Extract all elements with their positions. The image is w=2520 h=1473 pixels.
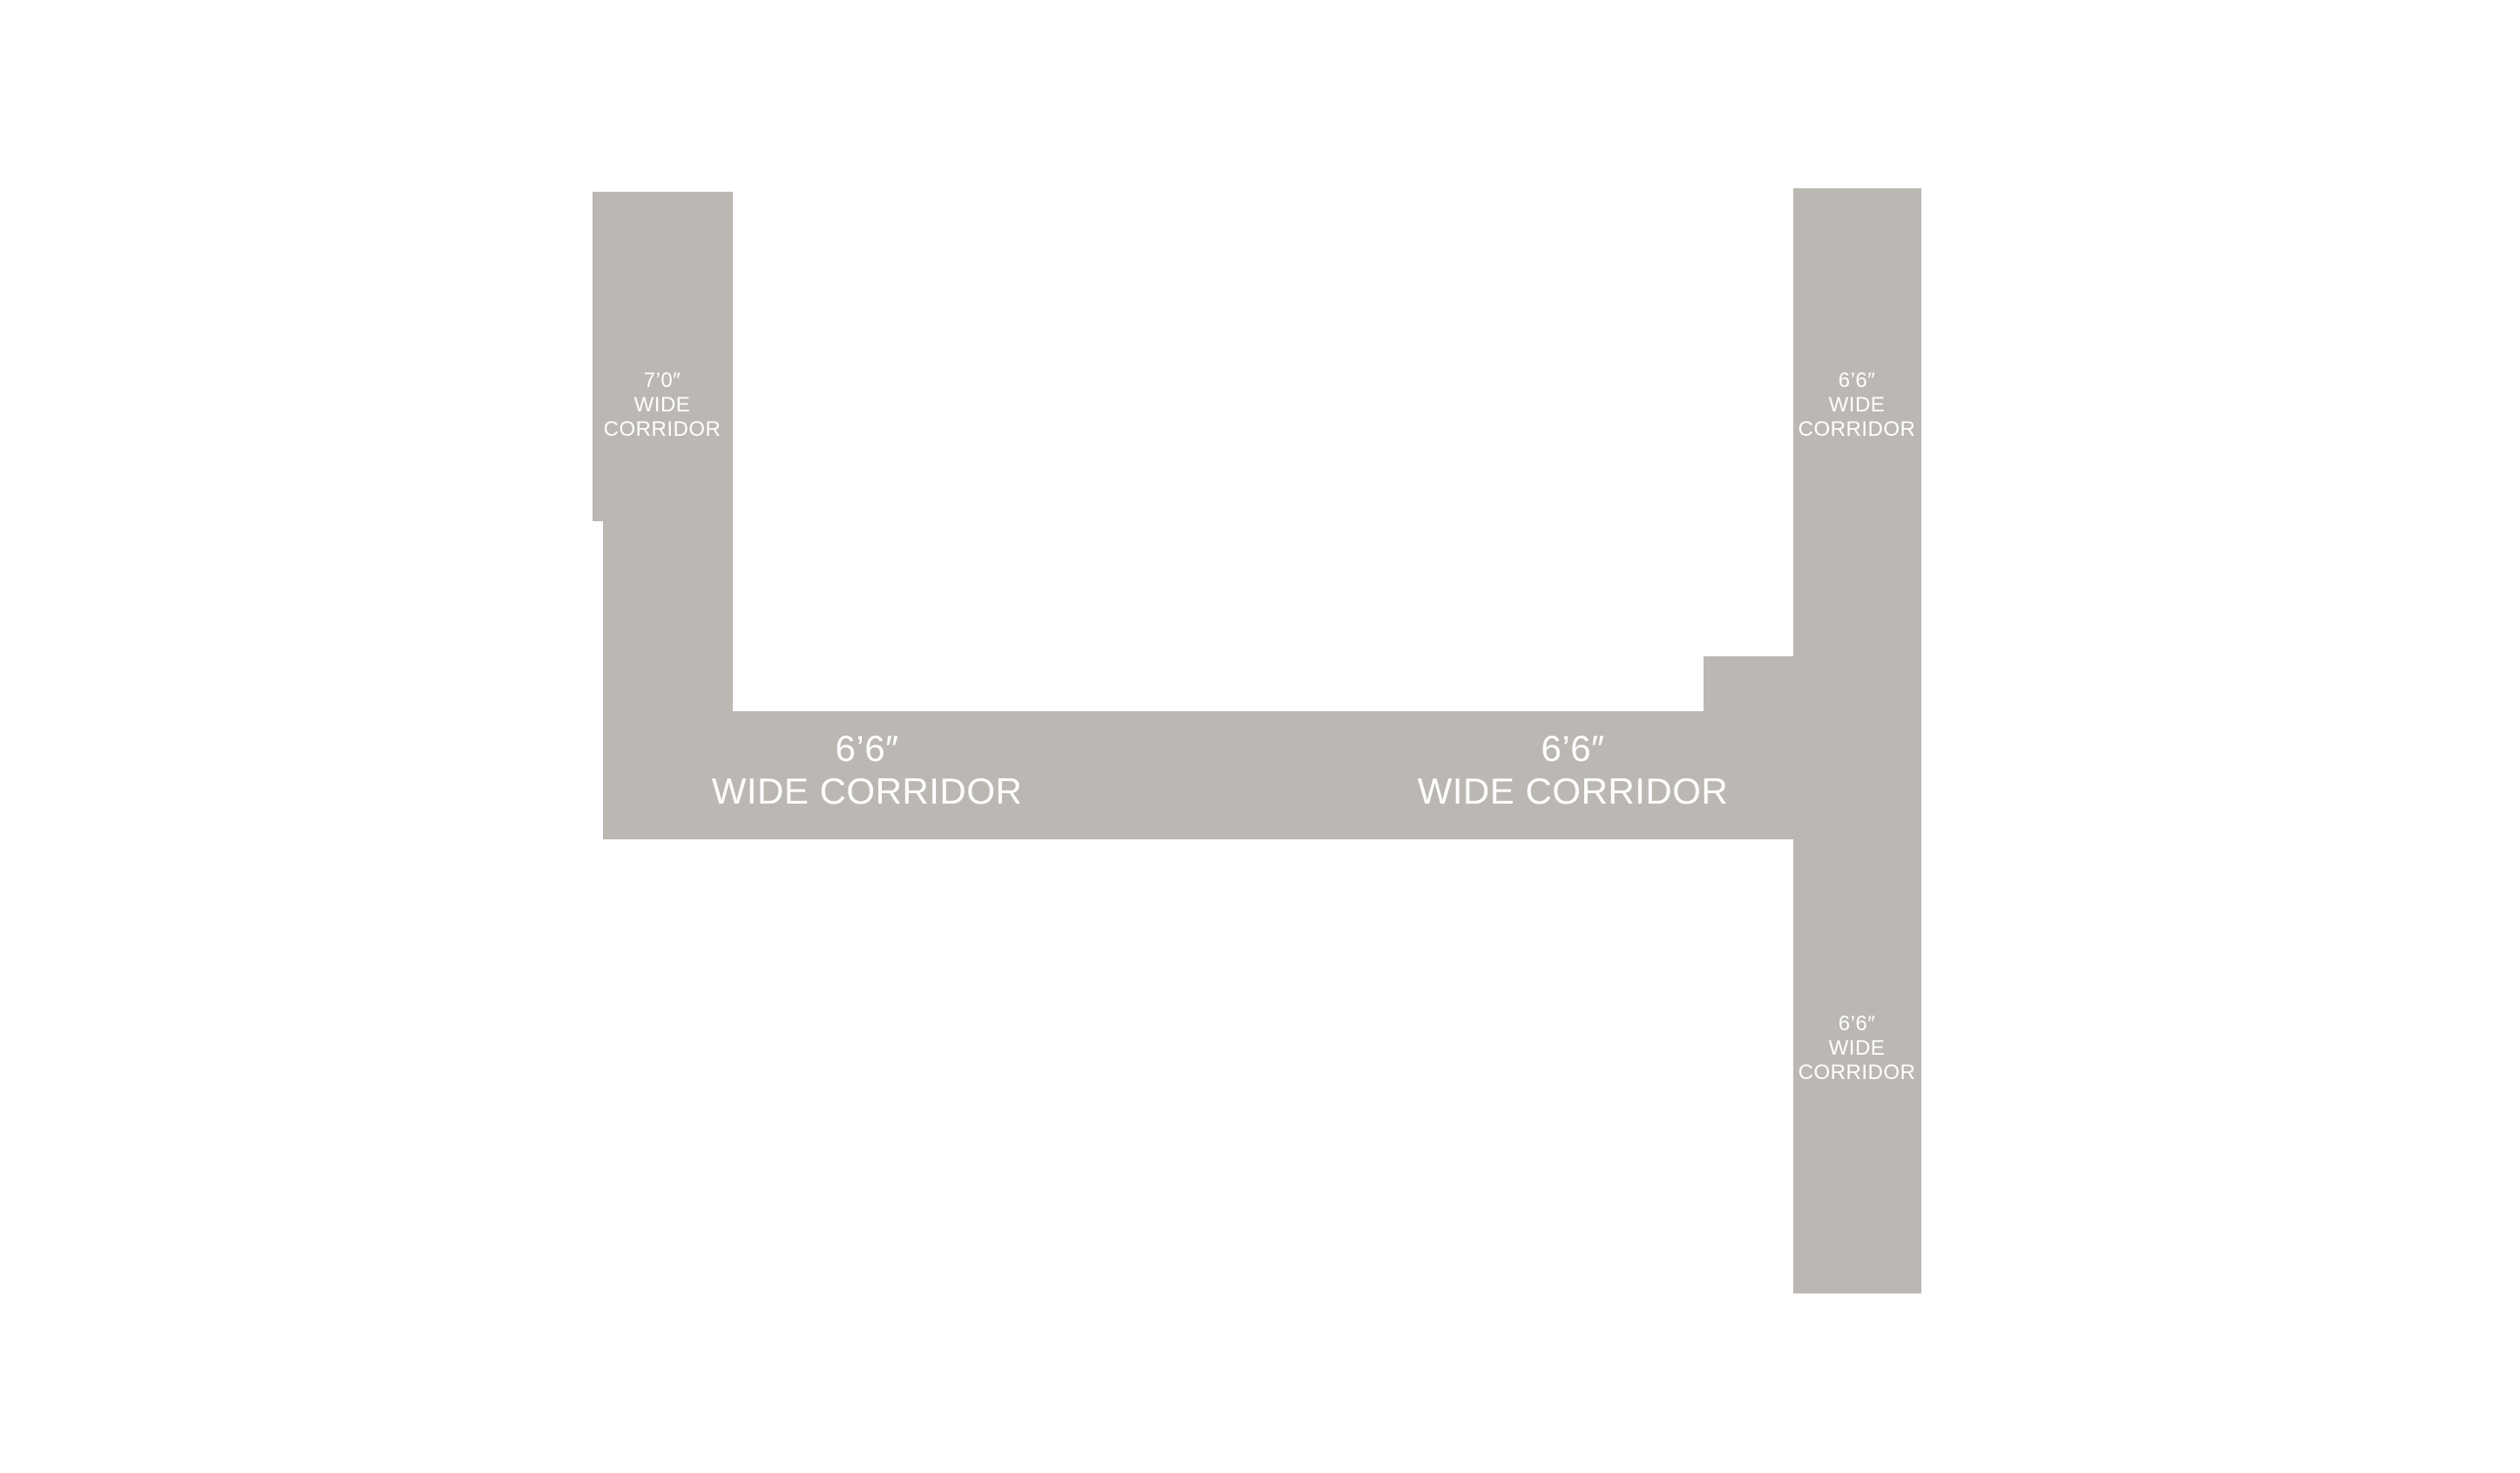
right-upper-corridor-dimension: 6’6″ xyxy=(1838,369,1876,392)
left-vertical-corridor-line2: CORRIDOR xyxy=(603,417,721,441)
horizontal-corridor-right-dimension: 6’6″ xyxy=(1541,728,1605,769)
right-upper-corridor-line1: WIDE xyxy=(1828,393,1886,417)
horizontal-corridor-right-label: 6’6″ WIDE CORRIDOR xyxy=(1403,727,1743,812)
left-vertical-corridor-line1: WIDE xyxy=(633,393,691,417)
right-upper-corridor-label: 6’6″ WIDE CORRIDOR xyxy=(1796,369,1918,442)
right-lower-corridor-line1: WIDE xyxy=(1828,1036,1886,1060)
horizontal-corridor-right-line1: WIDE CORRIDOR xyxy=(1417,770,1729,811)
right-lower-corridor-line2: CORRIDOR xyxy=(1798,1061,1916,1084)
right-lower-corridor-dimension: 6’6″ xyxy=(1838,1012,1876,1035)
right-vertical-corridor xyxy=(1793,188,1921,1293)
left-vertical-corridor-label: 7’0″ WIDE CORRIDOR xyxy=(601,369,723,442)
left-vertical-corridor-dimension: 7’0″ xyxy=(643,369,681,392)
horizontal-corridor-left-label: 6’6″ WIDE CORRIDOR xyxy=(697,727,1037,812)
corridor-shapes xyxy=(593,188,1921,1293)
junction-notch xyxy=(1704,656,1799,717)
left-vertical-corridor-upper xyxy=(593,192,733,521)
right-lower-corridor-label: 6’6″ WIDE CORRIDOR xyxy=(1796,1012,1918,1085)
horizontal-corridor-left-line1: WIDE CORRIDOR xyxy=(711,770,1023,811)
right-upper-corridor-line2: CORRIDOR xyxy=(1798,417,1916,441)
horizontal-corridor-left-dimension: 6’6″ xyxy=(835,728,899,769)
horizontal-corridor xyxy=(603,711,1797,839)
